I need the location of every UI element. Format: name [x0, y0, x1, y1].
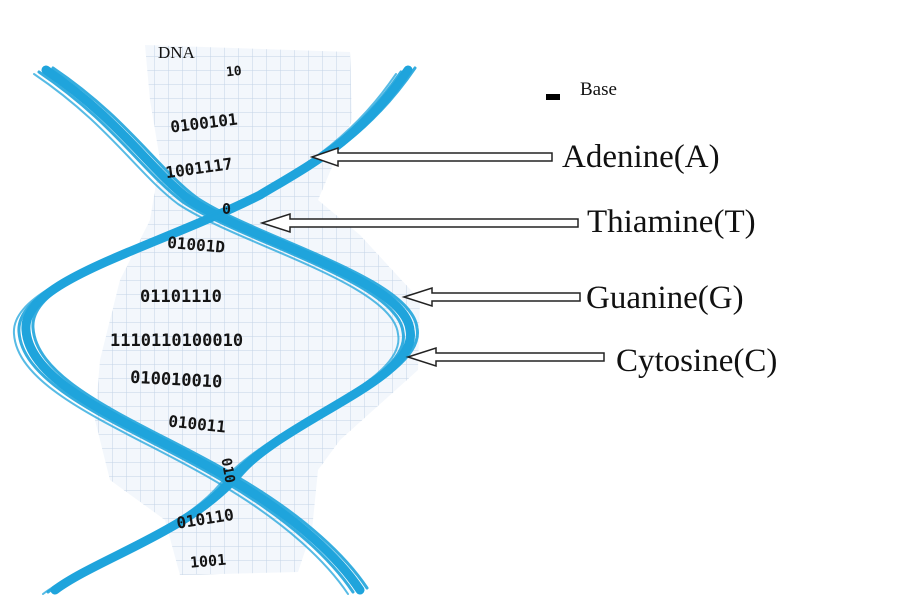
binary-row: 10 — [225, 64, 242, 81]
label-thiamine: Thiamine(T) — [587, 206, 756, 239]
binary-row: 1110110100010 — [110, 331, 243, 351]
label-guanine: Guanine(G) — [586, 282, 744, 315]
binary-row: 1001 — [189, 551, 227, 572]
binary-row: 01101110 — [140, 287, 222, 307]
dna-title: DNA — [158, 43, 196, 62]
binary-row: 0 — [222, 200, 231, 218]
base-legend-marker — [546, 94, 560, 100]
label-adenine: Adenine(A) — [562, 141, 720, 174]
adenine-arrow — [312, 148, 552, 166]
label-cytosine: Cytosine(C) — [616, 345, 777, 378]
cytosine-arrow — [408, 348, 604, 366]
guanine-arrow — [404, 288, 580, 306]
base-legend-label: Base — [580, 80, 617, 99]
